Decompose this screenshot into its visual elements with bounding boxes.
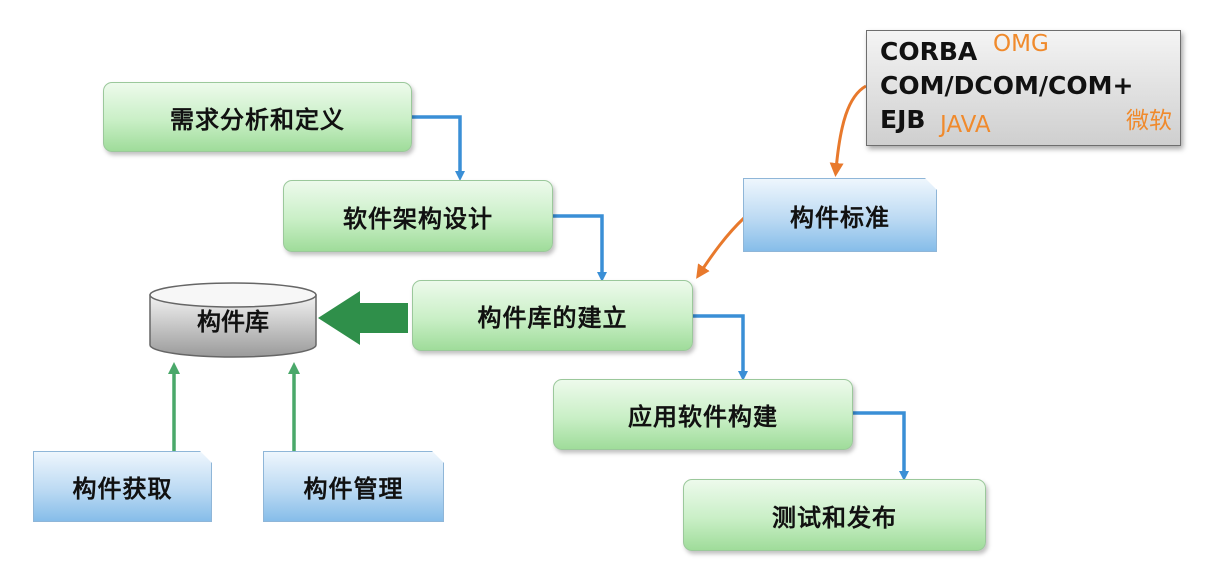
note-line-corba: CORBA — [880, 37, 978, 66]
arrow-requirements-to-architecture — [412, 115, 465, 181]
arrow-note-to-standard — [829, 84, 867, 177]
node-component-manage: 构件管理 — [263, 451, 444, 522]
node-test-release: 测试和发布 — [683, 479, 986, 551]
node-architecture: 软件架构设计 — [283, 180, 553, 252]
annotation-omg: OMG — [993, 31, 1049, 57]
node-component-standard: 构件标准 — [743, 178, 937, 252]
big-arrow-library-to-db — [318, 291, 408, 345]
note-line-ejb: EJB — [880, 105, 926, 134]
node-app-build: 应用软件构建 — [553, 379, 853, 450]
annotation-microsoft: 微软 — [1126, 108, 1172, 134]
arrow-standard-to-library — [696, 216, 746, 279]
node-library-build: 构件库的建立 — [412, 280, 693, 351]
annotation-java: JAVA — [940, 112, 991, 138]
node-requirements: 需求分析和定义 — [103, 82, 412, 152]
component-library-label: 构件库 — [197, 307, 269, 336]
note-line-com: COM/DCOM/COM+ — [880, 71, 1134, 100]
component-library-db — [149, 282, 317, 358]
arrow-app-to-test — [853, 411, 909, 481]
arrow-architecture-to-library — [553, 214, 607, 282]
node-component-acquire: 构件获取 — [33, 451, 212, 522]
tech-standards-note: CORBA COM/DCOM/COM+ EJB — [866, 30, 1181, 146]
arrow-library-to-app — [693, 314, 748, 381]
